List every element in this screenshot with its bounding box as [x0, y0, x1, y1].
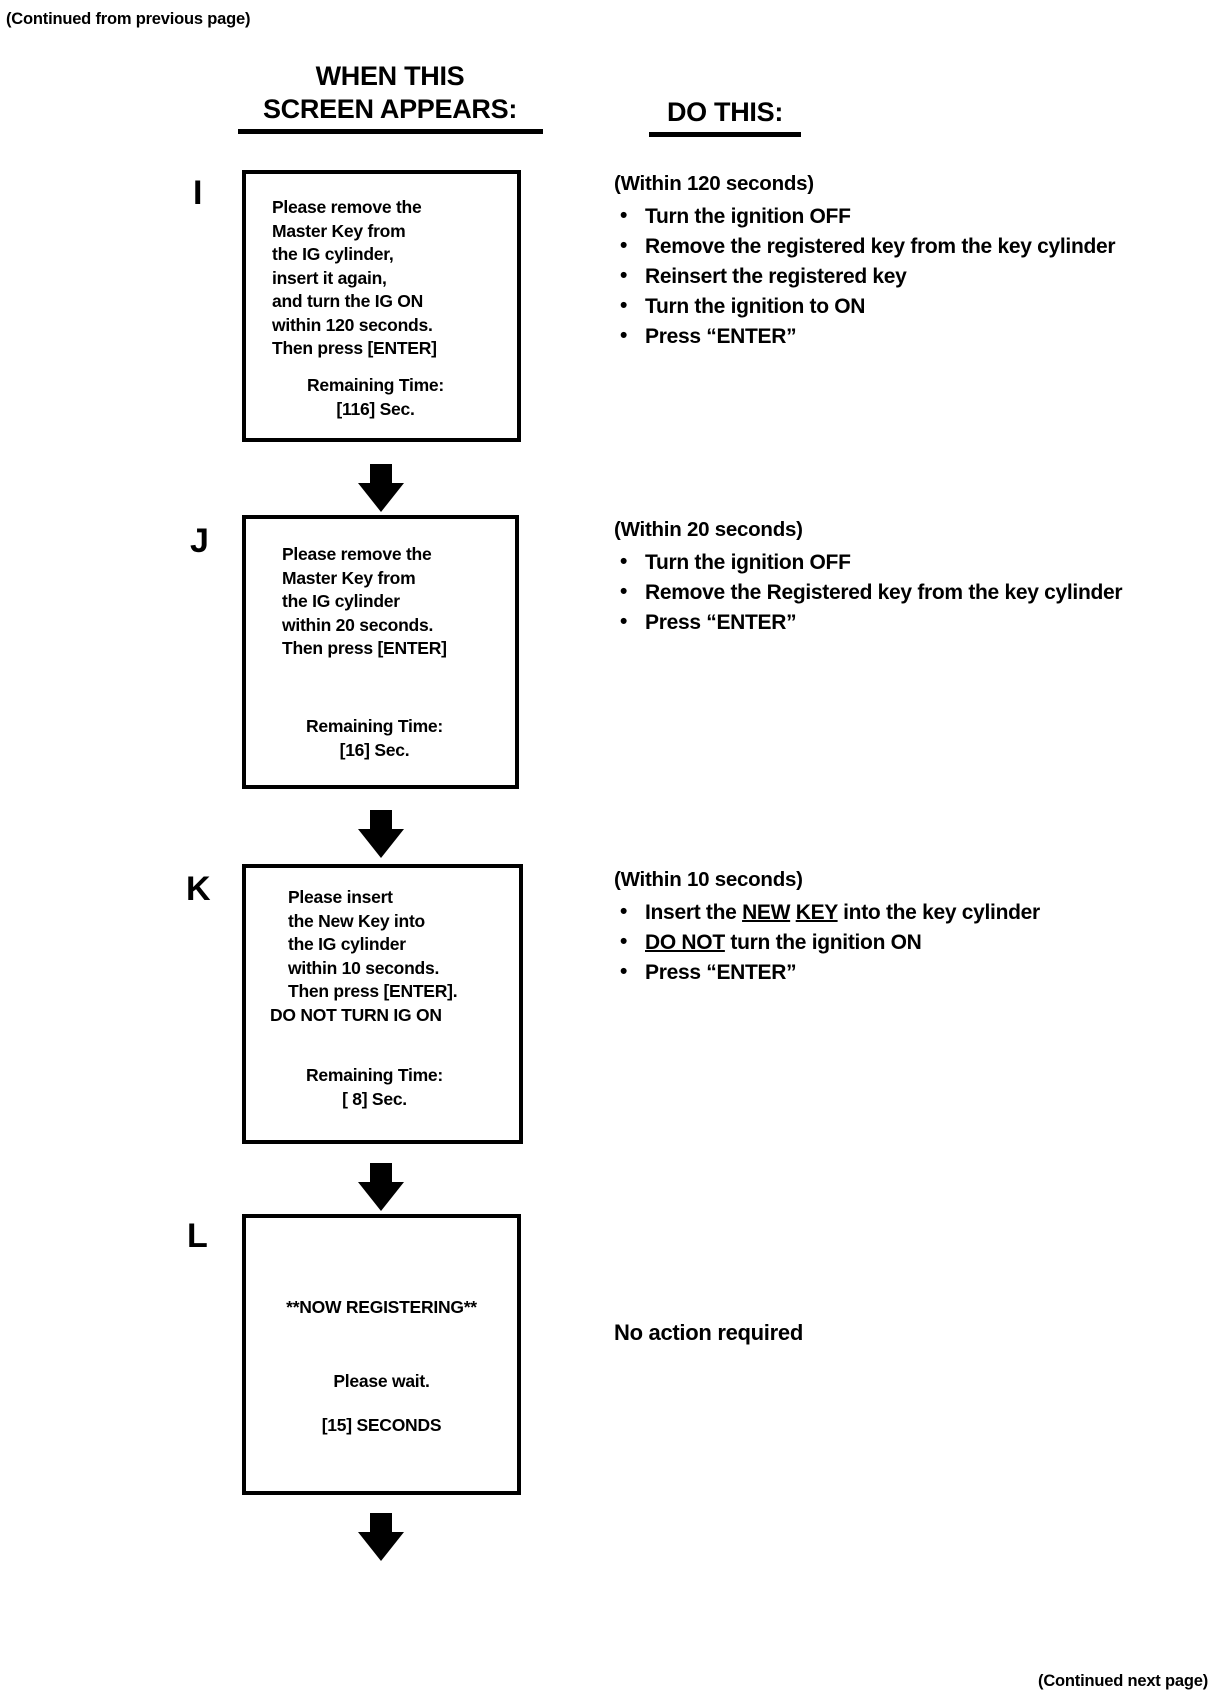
- screen-box-j: Please remove the Master Key from the IG…: [242, 515, 519, 789]
- action-block-j: (Within 20 seconds) Turn the ignition OF…: [614, 518, 1134, 640]
- action-timing-j: (Within 20 seconds): [614, 518, 803, 541]
- screen-i-message: Please remove the Master Key from the IG…: [272, 197, 437, 359]
- screen-k-message: Please insert the New Key into the IG cy…: [288, 887, 458, 1002]
- action-timing-i: (Within 120 seconds): [614, 172, 814, 195]
- down-arrow-icon: [358, 1513, 404, 1561]
- action-timing-k: (Within 10 seconds): [614, 868, 803, 891]
- screen-l-status: **NOW REGISTERING**: [286, 1297, 477, 1317]
- action-item: Remove the registered key from the key c…: [614, 233, 1134, 261]
- screen-l-seconds: [15] SECONDS: [321, 1415, 442, 1435]
- action-item: Remove the Registered key from the key c…: [614, 579, 1134, 607]
- down-arrow-icon: [358, 464, 404, 512]
- action-item: Press “ENTER”: [614, 323, 1134, 351]
- column-header-action: DO THIS:: [590, 96, 860, 137]
- screen-j-remaining-time: Remaining Time: [16] Sec.: [306, 716, 443, 760]
- action-block-l-no-action: No action required: [614, 1320, 803, 1345]
- column-header-action-underline: [649, 131, 801, 137]
- screen-i-remaining-time: Remaining Time: [116] Sec.: [307, 375, 444, 419]
- screen-box-i: Please remove the Master Key from the IG…: [242, 170, 521, 442]
- step-letter-l: L: [187, 1217, 208, 1255]
- column-header-screen: WHEN THIS SCREEN APPEARS:: [205, 60, 575, 134]
- action-item: Insert the NEW KEY into the key cylinder: [614, 899, 1134, 927]
- continued-next-page-note: (Continued next page): [1038, 1672, 1208, 1690]
- action-list-k: Insert the NEW KEY into the key cylinder…: [614, 899, 1134, 987]
- action-item: Turn the ignition OFF: [614, 203, 1134, 231]
- action-item: Press “ENTER”: [614, 609, 1134, 637]
- step-letter-k: K: [186, 870, 211, 908]
- action-item: DO NOT turn the ignition ON: [614, 929, 1134, 957]
- column-header-screen-line2: SCREEN APPEARS:: [262, 93, 518, 124]
- action-item: Turn the ignition OFF: [614, 549, 1134, 577]
- action-list-i: Turn the ignition OFF Remove the registe…: [614, 203, 1134, 351]
- action-list-j: Turn the ignition OFF Remove the Registe…: [614, 549, 1134, 637]
- down-arrow-icon: [358, 810, 404, 858]
- down-arrow-icon: [358, 1163, 404, 1211]
- screen-box-k: Please insert the New Key into the IG cy…: [242, 864, 523, 1144]
- step-letter-j: J: [190, 522, 209, 560]
- continued-from-previous-page-note: (Continued from previous page): [6, 10, 251, 28]
- screen-k-remaining-time: Remaining Time: [ 8] Sec.: [306, 1065, 443, 1109]
- action-item: Press “ENTER”: [614, 959, 1134, 987]
- column-header-action-label: DO THIS:: [666, 97, 784, 127]
- column-header-screen-underline: [237, 128, 543, 134]
- step-letter-i: I: [193, 174, 203, 212]
- screen-l-wait: Please wait.: [333, 1371, 430, 1391]
- screen-box-l: **NOW REGISTERING** Please wait. [15] SE…: [242, 1214, 521, 1495]
- screen-j-message: Please remove the Master Key from the IG…: [282, 544, 447, 659]
- action-item: Reinsert the registered key: [614, 263, 1134, 291]
- screen-k-warning: DO NOT TURN IG ON: [270, 1005, 442, 1025]
- action-block-i: (Within 120 seconds) Turn the ignition O…: [614, 172, 1134, 353]
- column-header-screen-line1: WHEN THIS: [315, 61, 465, 91]
- action-item: Turn the ignition to ON: [614, 293, 1134, 321]
- action-block-k: (Within 10 seconds) Insert the NEW KEY i…: [614, 868, 1134, 990]
